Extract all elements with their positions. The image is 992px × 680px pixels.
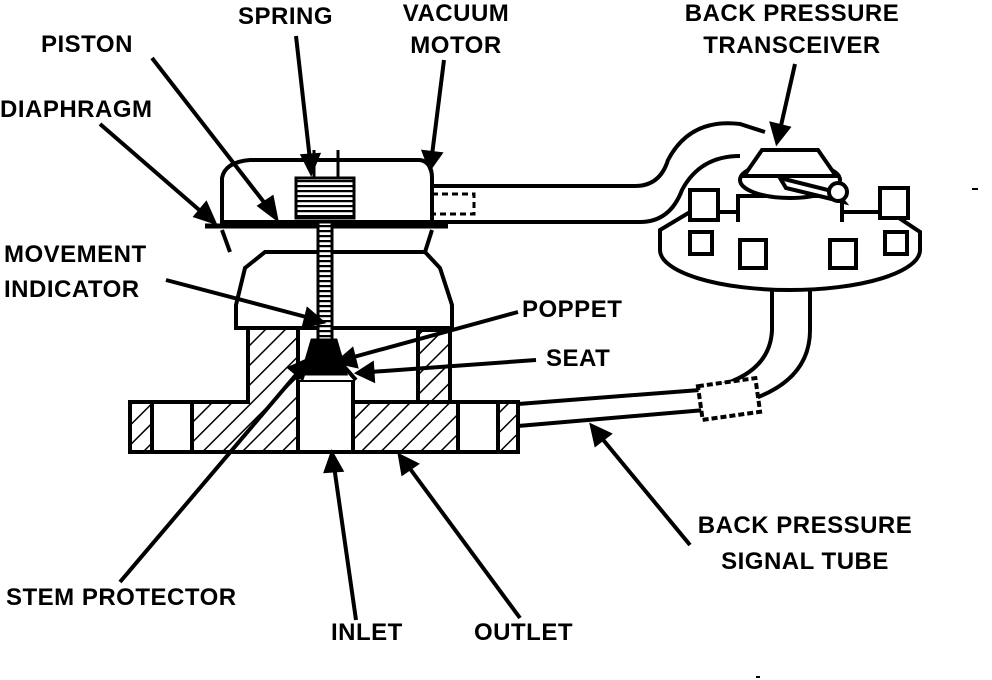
label-vacuum-motor-line2: MOTOR — [410, 32, 502, 59]
label-movement-indicator-line1: MOVEMENT — [4, 241, 147, 268]
label-diaphragm: DIAPHRAGM — [0, 96, 153, 123]
label-back-pressure-transceiver-line2: TRANSCEIVER — [703, 32, 881, 59]
leader-lines — [98, 35, 797, 621]
label-outlet: OUTLET — [474, 619, 573, 646]
label-stem-protector: STEM PROTECTOR — [6, 584, 237, 611]
stray-mark — [756, 676, 760, 678]
back-pressure-signal-tube — [517, 290, 812, 428]
label-poppet: POPPET — [522, 296, 623, 323]
vacuum-hose — [430, 121, 766, 224]
label-signal-tube-line2: SIGNAL TUBE — [721, 548, 889, 575]
label-back-pressure-transceiver-line1: BACK PRESSURE — [684, 0, 900, 27]
label-inlet: INLET — [331, 619, 403, 646]
label-signal-tube-line1: BACK PRESSURE — [697, 512, 913, 539]
label-piston: PISTON — [41, 31, 133, 58]
label-seat: SEAT — [546, 345, 611, 372]
label-spring: SPRING — [238, 3, 334, 30]
label-movement-indicator-line2: INDICATOR — [4, 276, 140, 303]
back-pressure-transceiver — [658, 148, 922, 292]
label-vacuum-motor-line1: VACUUM — [402, 0, 510, 27]
stray-mark — [972, 188, 978, 190]
